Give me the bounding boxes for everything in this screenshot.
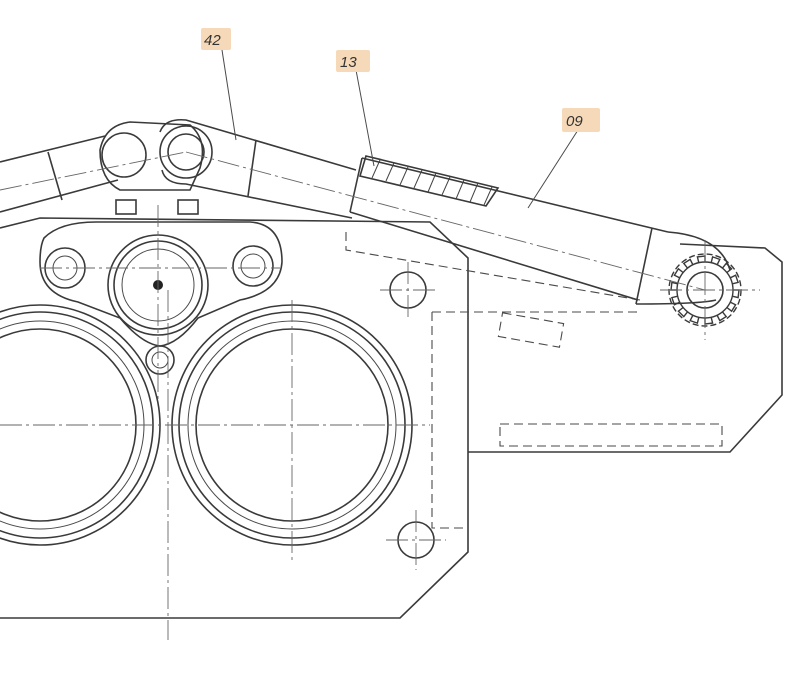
gear-tooth: [670, 295, 681, 306]
center-lines: [0, 151, 760, 640]
gear-tooth: [710, 255, 721, 266]
gear-tooth: [673, 267, 684, 279]
part-13-section: [358, 155, 500, 207]
leader-lines: [221, 49, 579, 209]
gear-tooth: [682, 258, 694, 269]
housing-plate: [0, 217, 783, 619]
cylinder-09: [349, 157, 731, 305]
gear-tooth: [716, 311, 728, 322]
pivot-block: [99, 121, 204, 215]
center-bracket: [39, 221, 283, 375]
callout-13-text: 13: [340, 54, 357, 71]
callout-42: 42: [201, 28, 231, 50]
gear-tooth: [677, 306, 689, 318]
masked-areas: [102, 18, 716, 218]
link-42: [159, 118, 357, 219]
callout-13: 13: [336, 50, 370, 72]
gear-tooth: [721, 262, 733, 274]
gear-tooth: [729, 274, 740, 285]
left-link: [0, 135, 119, 213]
callout-09: 09: [562, 108, 600, 132]
gear-tooth: [689, 314, 700, 325]
gear-tooth: [726, 301, 737, 313]
callout-42-text: 42: [204, 32, 221, 49]
callout-09-text: 09: [566, 113, 583, 130]
